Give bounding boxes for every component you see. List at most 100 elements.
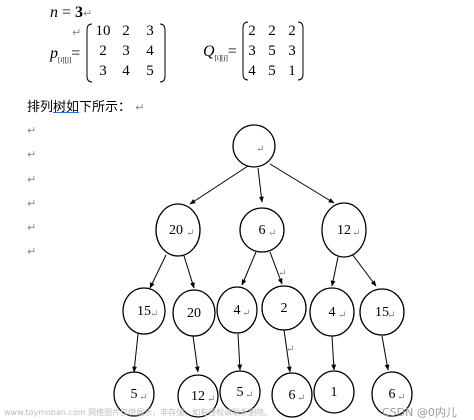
tree-node [261,285,307,331]
n-equation: n = 3↵ [50,4,92,22]
paragraph-mark: ↵ [72,26,82,39]
heading-underlined: 树如 [53,100,80,115]
n-value: 3 [75,4,84,21]
tree-node-label: 15 [375,305,389,320]
tree-edge [149,254,167,289]
paragraph-mark: ↵ [27,197,37,210]
tree-node [321,202,367,258]
matrix-q-cell: 2 [248,23,256,39]
matrix-q-subscript: [i][j] [214,54,228,63]
paragraph-mark: ↵ [27,173,37,186]
heading-pre: 排列 [27,100,54,115]
tree-edge [192,335,200,373]
paragraph-mark: ↵ [27,124,37,137]
paragraph-mark: ↵ [245,390,253,401]
matrix-p-cell: 10 [95,23,111,39]
tree-node [309,287,355,337]
footer-brand: CSDN @0内儿 [382,406,457,419]
tree-node [122,287,166,335]
tree-edge [330,256,339,287]
matrix-p-subscript: [i][j] [58,56,72,65]
tree-node-label: 4 [329,305,336,320]
tree-node [239,207,285,253]
tree-edge [283,329,292,373]
paragraph-mark: ↵ [338,310,346,321]
tree-edge [351,253,377,287]
matrix-q-cell: 3 [288,43,296,59]
footer-watermark: www.toymoban.com 网络图片仅供展示，非存储，如有侵权请联系删除。 [4,408,273,417]
tree-node-label: 2 [281,301,288,316]
paragraph-mark: ↵ [352,228,360,239]
paragraph-mark: ↵ [27,245,37,258]
matrix-p-brackets [86,23,166,83]
tree-node [359,288,405,336]
matrix-q-equals: = [227,43,237,60]
matrix-p-cell: 2 [122,23,130,39]
tree-edge [183,255,195,289]
matrix-q-cell: 2 [288,23,296,39]
tree-edge [269,251,283,285]
paragraph-mark: ↵ [268,228,276,239]
matrix-p-equals: = [71,45,81,62]
matrix-p-cell: 4 [146,43,154,59]
tree-node [216,286,258,334]
tree-node-label: 12 [191,389,205,404]
paragraph-mark: ↵ [27,221,37,234]
tree-edge [269,163,335,204]
paragraph-mark: ↵ [387,310,395,321]
matrix-p-cell: 3 [146,23,154,39]
tree-node [313,370,355,414]
matrix-q-cell: 1 [288,63,296,79]
tree-node-label: 5 [131,387,138,402]
heading-post: 下所示： [79,100,132,115]
tree-edge [331,335,337,371]
tree-node [219,370,261,414]
tree-edge [237,333,243,371]
matrix-p-label: p[i][j]= [50,45,80,64]
tree-edge [132,333,139,373]
tree-node-label: 6 [389,387,396,402]
tree-node-label: 4 [234,303,241,318]
tree-node-label: 6 [259,223,266,238]
tree-node [371,371,413,417]
tree-node-label: 5 [237,385,244,400]
matrix-q-symbol: Q [203,43,215,60]
paragraph-mark: ↵ [83,7,93,20]
matrix-q-cell: 4 [248,63,256,79]
tree-node [155,203,201,257]
tree-heading: 排列树如下所示： ↵ [27,96,144,115]
tree-edge [241,251,257,286]
tree-node-label: 20 [187,306,201,321]
matrix-q-cell: 5 [268,43,276,59]
paragraph-mark: ↵ [139,392,147,403]
matrix-p-cell: 4 [122,63,130,79]
paragraph-mark: ↵ [242,308,250,319]
matrix-q-cell: 5 [268,63,276,79]
n-equals: = [58,4,76,21]
tree-node [172,289,216,337]
paragraph-mark: ↵ [286,344,294,355]
tree-edge [381,335,390,371]
matrix-q-cell: 2 [268,23,276,39]
tree-node-label: 1 [331,385,338,400]
matrix-p-cell: 2 [99,43,107,59]
matrix-q-cell: 3 [248,43,256,59]
tree-edge [189,165,249,205]
tree-node-root [232,124,276,168]
tree-node [113,371,155,417]
tree-edge [257,167,264,203]
tree-node [271,372,313,418]
paragraph-mark: ↵ [135,101,145,114]
matrix-q-label: Q[i][j]= [203,43,237,62]
paragraph-mark: ↵ [297,393,305,404]
matrix-p-cell: 3 [122,43,130,59]
paragraph-mark: ↵ [150,309,158,320]
matrix-p-symbol: p [50,45,58,62]
paragraph-mark: ↵ [186,228,194,239]
tree-node-label: 12 [337,223,351,238]
tree-node-label: 20 [169,223,183,238]
paragraph-mark: ↵ [256,144,264,155]
matrix-q-brackets [242,21,304,81]
tree-node [177,374,219,418]
paragraph-mark: ↵ [27,148,37,161]
